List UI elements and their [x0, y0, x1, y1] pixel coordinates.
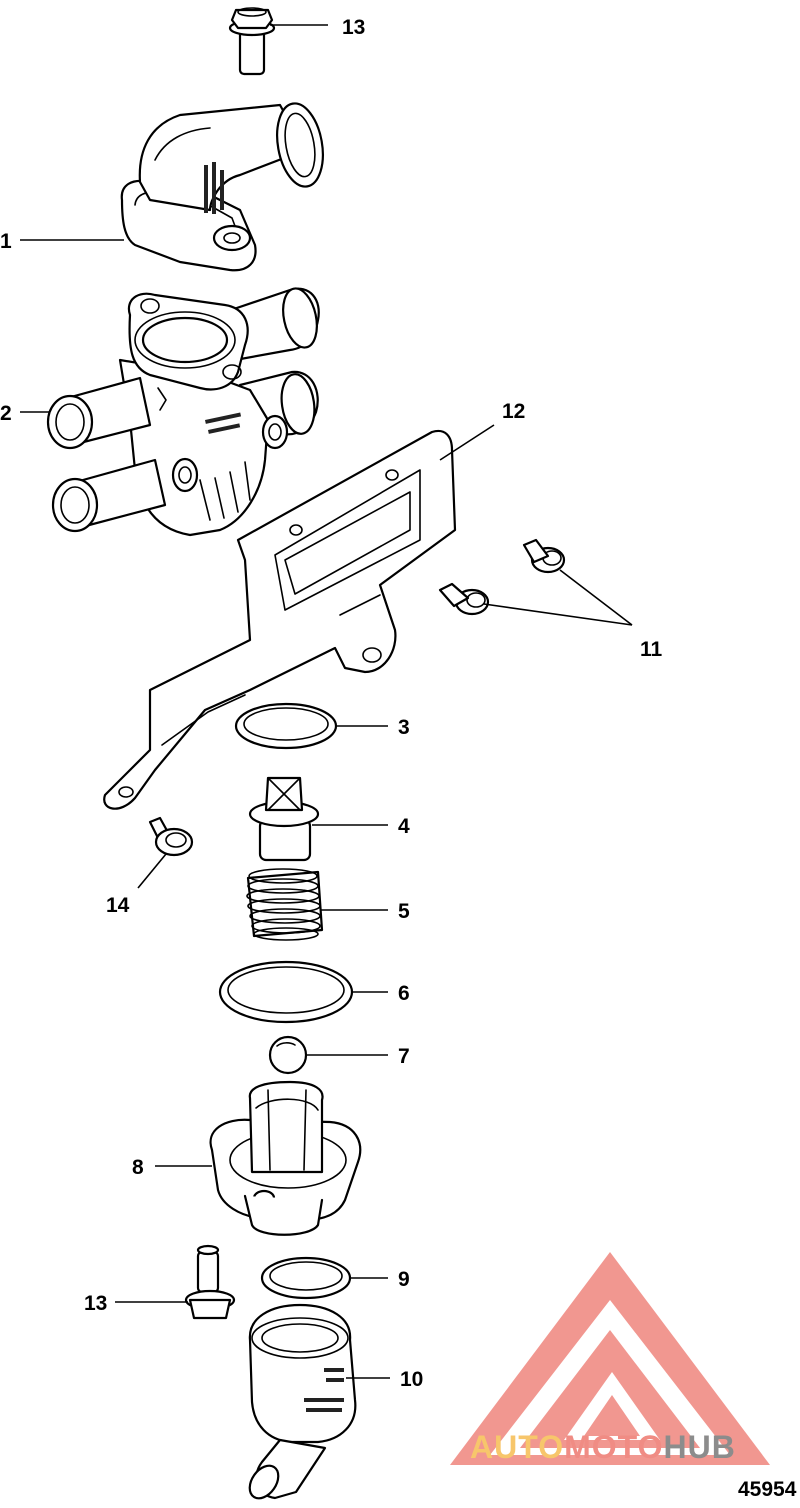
part-10-outlet-elbow [248, 1303, 357, 1500]
part-6-large-o-ring [218, 960, 354, 1024]
part-2-thermostat-housing [46, 287, 320, 537]
leader-lines [20, 24, 633, 1379]
watermark-text: AUTOMOTOHUB [470, 1429, 736, 1465]
figure-number: 45954 [738, 1478, 797, 1501]
watermark-auto: AUTO [470, 1429, 564, 1465]
callout-12: 12 [502, 400, 525, 423]
callout-14: 14 [106, 894, 130, 917]
callout-13-top: 13 [342, 16, 365, 39]
callout-labels: 13 1 2 12 11 3 4 5 6 7 8 9 13 10 14 [0, 16, 663, 1391]
callout-3: 3 [398, 716, 410, 739]
callout-6: 6 [398, 982, 410, 1005]
callout-2: 2 [0, 402, 12, 425]
part-4-valve [248, 776, 320, 862]
callout-1: 1 [0, 230, 12, 253]
callout-8: 8 [132, 1156, 144, 1179]
callout-13-lower: 13 [84, 1292, 107, 1315]
part-14-bolt [148, 816, 194, 857]
callout-9: 9 [398, 1268, 410, 1291]
watermark-logo [450, 1252, 770, 1465]
part-7-check-ball [268, 1035, 308, 1075]
part-13-lower-bolt [184, 1244, 236, 1320]
part-5-spring [246, 868, 324, 941]
callout-4: 4 [398, 815, 410, 838]
watermark-moto: MOTO [564, 1429, 663, 1465]
part-9-small-o-ring [260, 1256, 352, 1300]
part-8-thermostat-base [209, 1080, 362, 1236]
part-3-o-ring [234, 702, 338, 750]
part-1-thermostat-cover-elbow [120, 102, 324, 272]
callout-10: 10 [400, 1368, 423, 1391]
part-11-small-bolts [438, 538, 566, 616]
watermark-hub: HUB [663, 1429, 735, 1465]
part-12-mounting-bracket [103, 429, 457, 810]
callout-5: 5 [398, 900, 410, 923]
callout-7: 7 [398, 1045, 410, 1068]
part-13-top-bolt [228, 7, 276, 76]
callout-11: 11 [640, 638, 663, 661]
